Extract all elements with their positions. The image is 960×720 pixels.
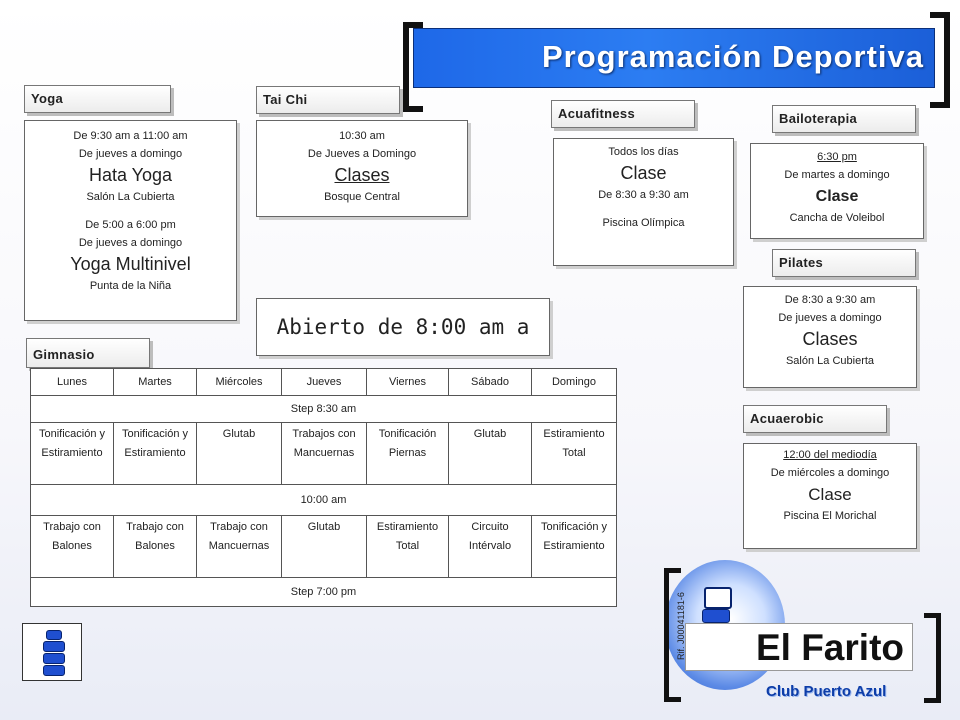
table-cell: Estiramiento Total [531,422,617,485]
acuafitness-days: Todos los días [608,146,679,158]
table-cell: Trabajos con Mancuernas [281,422,367,485]
yoga-session1-class: Hata Yoga [88,165,173,185]
table-row: Trabajo con Balones Trabajo con Balones … [30,515,617,578]
acuaerobic-days: De miércoles a domingo [770,467,890,479]
acuafitness-header: Acuafitness [551,100,695,128]
table-cell: Circuito Intérvalo [448,515,532,578]
day-header: Lunes [30,368,114,396]
title-left-bracket [403,22,423,112]
logo-right-bracket [924,613,941,703]
yoga-session1-time: De 9:30 am a 11:00 am [73,130,188,142]
table-row: 10:00 am [30,484,617,516]
taichi-header: Tai Chi [256,86,400,114]
pilates-class: Clases [802,329,858,349]
acuafitness-header-label: Acuafitness [558,106,635,121]
step-morning-cell: Step 8:30 am [30,395,617,423]
page-title: Programación Deportiva [541,39,924,74]
pilates-card: De 8:30 a 9:30 am De jueves a domingo Cl… [743,286,917,388]
pilates-header: Pilates [772,249,916,277]
yoga-session1-place: Salón La Cubierta [86,191,175,203]
pilates-days: De jueves a domingo [778,312,882,324]
title-right-bracket [930,12,950,108]
bailoterapia-header: Bailoterapia [772,105,916,133]
pilates-header-label: Pilates [779,255,824,270]
acuaerobic-time: 12:00 del mediodía [783,449,877,461]
lighthouse-icon [22,623,82,681]
bailoterapia-class: Clase [815,188,859,205]
gimnasio-schedule: Lunes Martes Miércoles Jueves Viernes Sá… [30,368,617,607]
yoga-session2-place: Punta de la Niña [89,280,172,292]
acuaerobic-class: Clase [808,485,852,504]
yoga-card: De 9:30 am a 11:00 am De jueves a doming… [24,120,237,321]
step-evening-cell: Step 7:00 pm [30,577,617,607]
gimnasio-header: Gimnasio [26,338,150,368]
day-header: Viernes [366,368,449,396]
club-name: Club Puerto Azul [766,683,887,700]
yoga-session2-days: De jueves a domingo [78,237,183,249]
table-cell: Tonificación y Estiramiento [30,422,114,485]
yoga-session2-time: De 5:00 a 6:00 pm [85,219,176,231]
day-header: Domingo [531,368,617,396]
table-row: Tonificación y Estiramiento Tonificación… [30,422,617,485]
day-header: Martes [113,368,197,396]
pilates-time: De 8:30 a 9:30 am [784,294,876,306]
taichi-card: 10:30 am De Jueves a Domingo Clases Bosq… [256,120,468,217]
day-header: Sábado [448,368,532,396]
table-cell: Trabajo con Mancuernas [196,515,282,578]
acuafitness-class: Clase [620,163,667,183]
table-row: Step 8:30 am [30,395,617,423]
acuaerobic-place: Piscina El Morichal [783,510,877,522]
taichi-header-label: Tai Chi [263,92,308,107]
yoga-session2-class: Yoga Multinivel [70,254,191,274]
acuaerobic-header: Acuaerobic [743,405,887,433]
table-cell: Tonificación Piernas [366,422,449,485]
taichi-place: Bosque Central [324,191,400,203]
logo-name: El Farito [685,623,913,671]
table-cell: Trabajo con Balones [30,515,114,578]
yoga-header: Yoga [24,85,171,113]
bailoterapia-place: Cancha de Voleibol [789,212,885,224]
table-cell: Glutab [448,422,532,485]
gimnasio-header-label: Gimnasio [33,347,95,362]
table-cell: Glutab [196,422,282,485]
time-10am-cell: 10:00 am [30,484,617,516]
open-hours-box: Abierto de 8:00 am a 9:00 pm [256,298,550,395]
logo-left-bracket [664,568,681,702]
acuafitness-card: Todos los días Clase De 8:30 a 9:30 am P… [553,138,734,266]
bailoterapia-time: 6:30 pm [817,151,857,163]
bailoterapia-card: 6:30 pm De martes a domingo Clase Cancha… [750,143,924,239]
acuaerobic-card: 12:00 del mediodía De miércoles a doming… [743,443,917,549]
taichi-time: 10:30 am [339,130,385,142]
day-header: Miércoles [196,368,282,396]
table-cell: Glutab [281,515,367,578]
yoga-header-label: Yoga [31,91,64,106]
logo-name-text: El Farito [755,627,904,668]
bailoterapia-days: De martes a domingo [784,169,890,181]
table-cell: Estiramiento Total [366,515,449,578]
acuafitness-place: Piscina Olímpica [602,217,685,229]
acuafitness-time: De 8:30 a 9:30 am [598,189,689,201]
table-header-row: Lunes Martes Miércoles Jueves Viernes Sá… [30,368,617,396]
table-cell: Tonificación y Estiramiento [113,422,197,485]
taichi-class: Clases [334,165,390,185]
pilates-place: Salón La Cubierta [785,355,875,367]
table-row: Step 7:00 pm [30,577,617,607]
day-header: Jueves [281,368,367,396]
acuaerobic-header-label: Acuaerobic [750,411,824,426]
table-cell: Trabajo con Balones [113,515,197,578]
title-banner: Programación Deportiva [413,28,935,88]
table-cell: Tonificación y Estiramiento [531,515,617,578]
yoga-session1-days: De jueves a domingo [78,148,183,160]
schedule-table: Lunes Martes Miércoles Jueves Viernes Sá… [30,368,617,607]
taichi-days: De Jueves a Domingo [307,148,417,160]
bailoterapia-header-label: Bailoterapia [779,111,858,126]
